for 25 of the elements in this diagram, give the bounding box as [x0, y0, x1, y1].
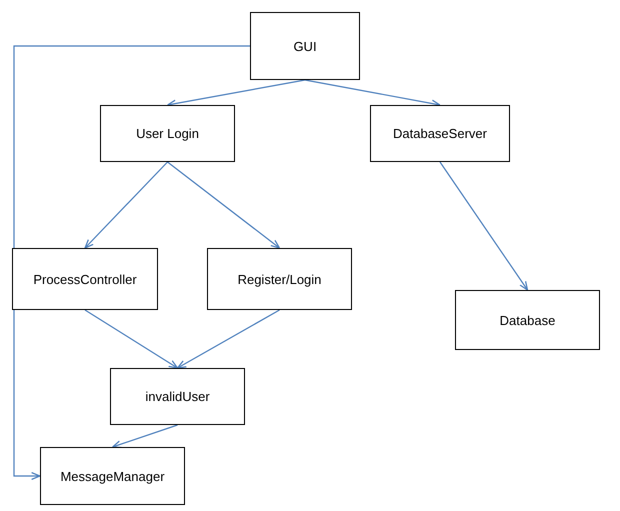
- process-box: [100, 105, 235, 162]
- box-label: DatabaseServer: [393, 126, 487, 141]
- process-box: [12, 248, 158, 310]
- arrow: [166, 79, 306, 108]
- process-box: [370, 105, 510, 162]
- box-label: User Login: [136, 126, 199, 141]
- box-label: Database: [500, 312, 556, 328]
- box-label: Register/Login: [238, 272, 322, 286]
- arrow: [13, 45, 250, 480]
- arrow: [112, 424, 178, 448]
- process-box: [40, 447, 185, 505]
- box-label: GUI: [293, 38, 317, 54]
- arrow: [167, 162, 280, 249]
- arrow: [440, 162, 528, 291]
- arrow: [304, 79, 441, 108]
- box-label: invalidUser: [145, 389, 210, 404]
- box-label: MessageManager: [60, 468, 165, 484]
- arrow: [176, 309, 280, 369]
- process-box: [207, 248, 352, 310]
- arrow: [84, 310, 178, 369]
- process-box: [250, 12, 360, 80]
- box-label: ProcessController: [33, 272, 137, 286]
- arrow: [84, 162, 168, 249]
- process-box: [455, 290, 600, 350]
- process-box: [110, 368, 245, 425]
